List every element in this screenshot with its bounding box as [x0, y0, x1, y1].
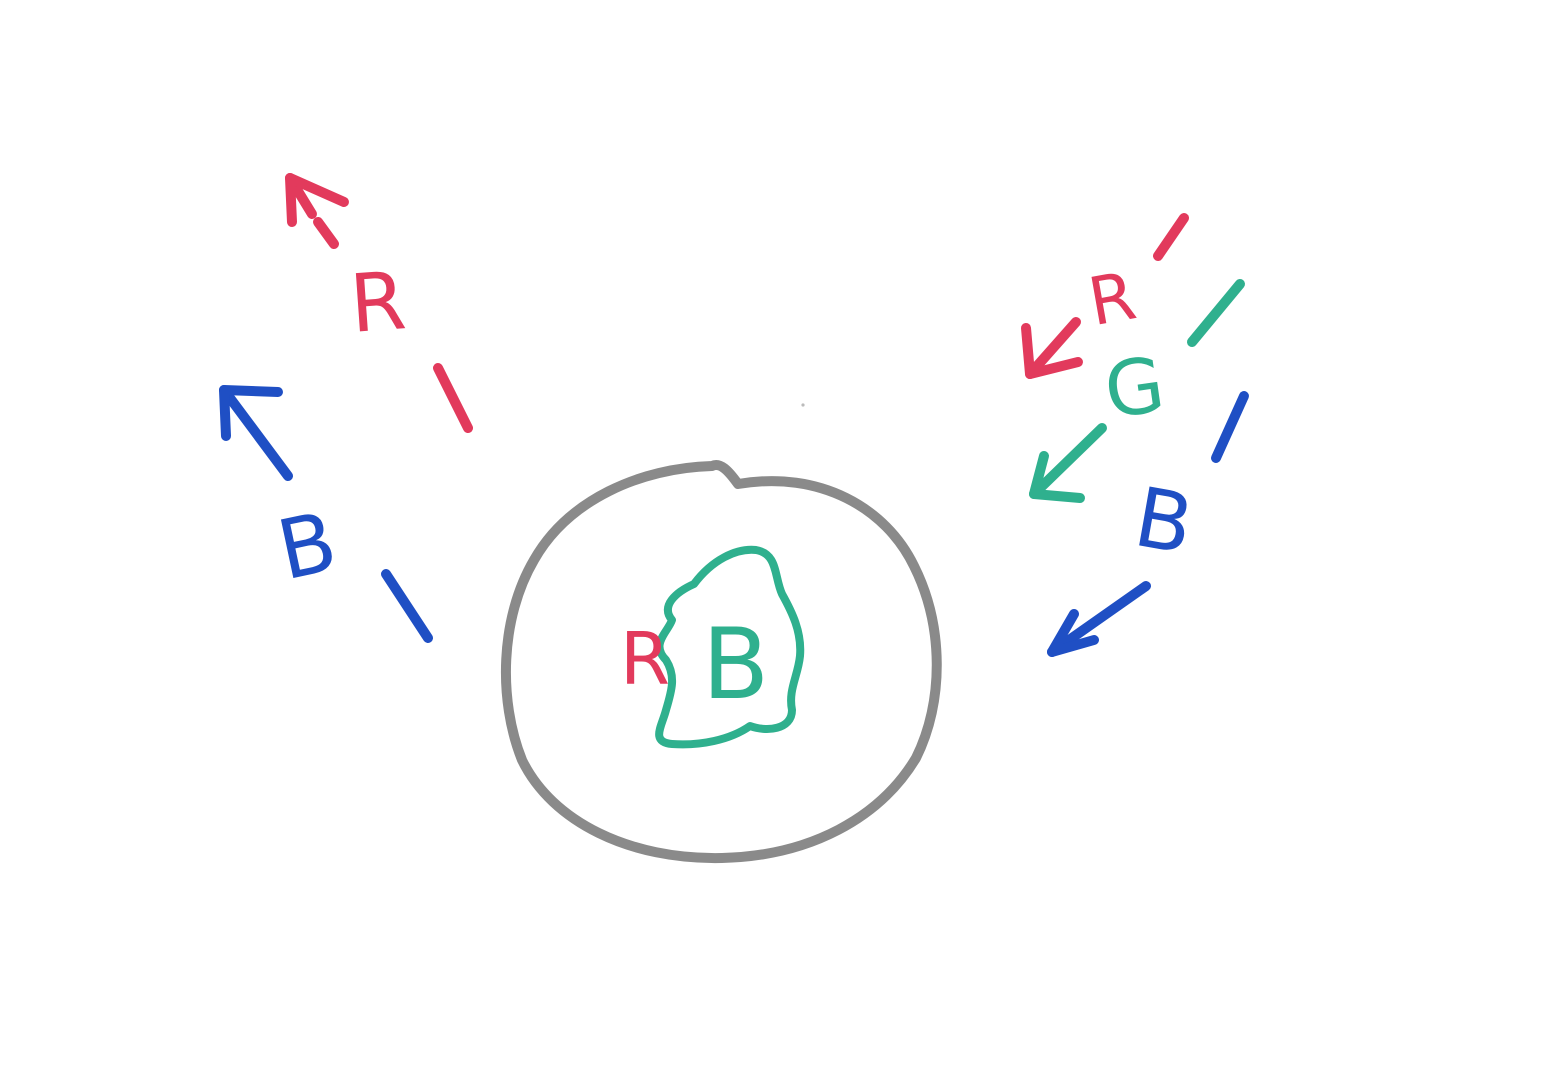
right-red-ray-label: R [1083, 257, 1142, 341]
particle-core-outline [655, 545, 805, 749]
right-blue-ray-arrow-shaft [1047, 581, 1151, 657]
right-red-arrow-icon [1021, 323, 1083, 379]
right-red-ray-arrow-shaft [1025, 317, 1081, 379]
core-blue-label: B [702, 608, 769, 722]
right-red-ray [1021, 213, 1189, 379]
left-blue-arrow-icon [219, 385, 283, 441]
right-red-ray-segment [1153, 213, 1189, 261]
right-blue-ray [1047, 391, 1249, 657]
right-green-ray-label: G [1099, 339, 1170, 435]
left-blue-ray-segment [381, 569, 433, 643]
left-red-ray-segment [313, 217, 339, 249]
left-blue-ray [219, 385, 433, 643]
left-red-ray-label: R [347, 254, 409, 351]
left-red-ray-segment [433, 363, 473, 433]
right-green-ray [1029, 279, 1245, 503]
left-blue-ray-label: B [270, 495, 345, 600]
particle-outline [500, 460, 942, 864]
right-blue-ray-segment [1211, 391, 1249, 463]
right-green-ray-arrow-shaft [1029, 423, 1107, 499]
core-red-label: R [620, 617, 670, 701]
left-red-ray [285, 173, 473, 433]
right-green-ray-segment [1187, 279, 1245, 347]
paper-speck [801, 403, 805, 407]
left-red-arrow-icon [285, 173, 349, 227]
right-green-arrow-icon [1029, 451, 1085, 503]
left-blue-ray-arrow-shaft [219, 385, 293, 481]
right-blue-arrow-icon [1047, 609, 1099, 657]
right-blue-ray-label: B [1128, 470, 1200, 573]
